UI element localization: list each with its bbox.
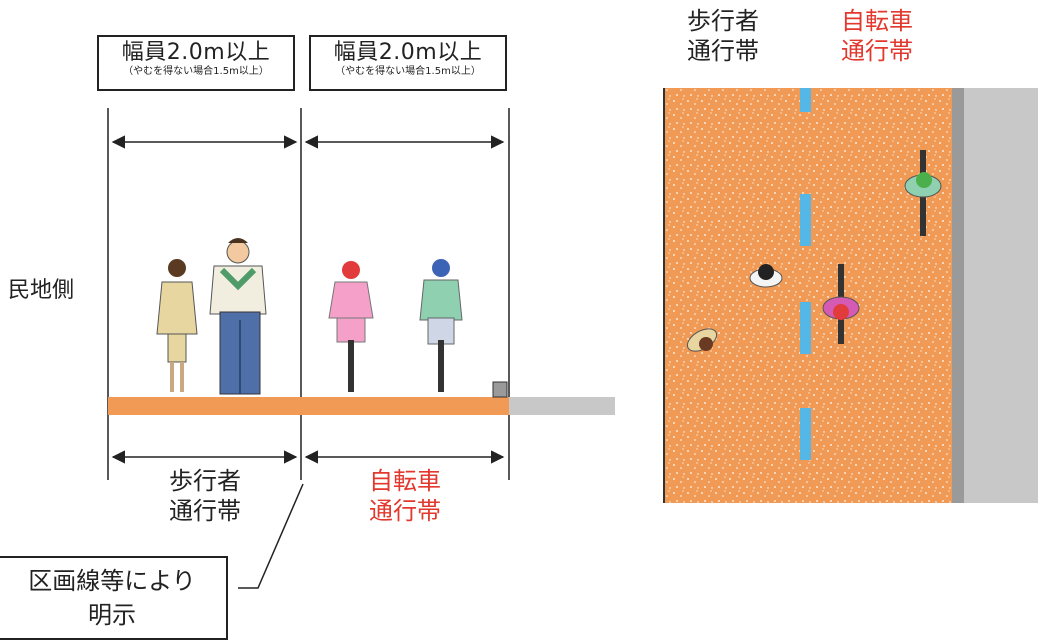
plan-view-curb (952, 88, 964, 503)
plan-cyclist-figure (822, 264, 860, 344)
plan-bicycle-label: 自転車 通行帯 (822, 6, 932, 66)
plan-pedestrian-figure (686, 328, 718, 352)
cyclist-red-figure (328, 261, 374, 392)
bicycle-zone-line2: 通行帯 (369, 497, 441, 525)
plan-cyclist-figure (904, 150, 942, 236)
bicycle-zone-line1: 自転車 (369, 467, 441, 495)
width-box-right-main: 幅員2.0m以上 (333, 40, 483, 65)
pedestrian-woman-figure (156, 259, 198, 392)
lane-dash (800, 194, 811, 246)
plan-pedestrian-line1: 歩行者 (687, 7, 759, 35)
road-surface (509, 397, 615, 415)
pedestrian-zone-line1: 歩行者 (169, 467, 241, 495)
width-box-left-main: 幅員2.0m以上 (121, 40, 271, 65)
plan-view-left-edge (663, 88, 665, 503)
plan-pedestrian-label: 歩行者 通行帯 (668, 6, 778, 66)
plan-pedestrian-figure (749, 264, 783, 288)
plan-bicycle-line1: 自転車 (841, 7, 913, 35)
lane-dash (800, 302, 811, 354)
plan-view-road (964, 88, 1038, 503)
lane-dash (800, 88, 811, 112)
callout-leader-line (238, 483, 304, 589)
callout-line2: 明示 (88, 601, 136, 629)
callout-line1: 区画線等により (28, 567, 196, 595)
width-box-left-sub: （やむを得ない場合1.5m以上） (123, 66, 269, 77)
width-box-right: 幅員2.0m以上 （やむを得ない場合1.5m以上） (309, 35, 507, 91)
bicycle-zone-label: 自転車 通行帯 (350, 466, 460, 526)
lane-dash (800, 408, 811, 460)
cyclist-blue-figure (419, 259, 463, 392)
plan-bicycle-line2: 通行帯 (841, 37, 913, 65)
plan-pedestrian-line2: 通行帯 (687, 37, 759, 65)
width-box-left: 幅員2.0m以上 （やむを得ない場合1.5m以上） (97, 35, 295, 91)
sidewalk-surface (108, 397, 509, 415)
pedestrian-man-figure (209, 238, 267, 395)
curb-block (492, 381, 508, 398)
pedestrian-zone-line2: 通行帯 (169, 497, 241, 525)
pedestrian-zone-label: 歩行者 通行帯 (150, 466, 260, 526)
width-box-right-sub: （やむを得ない場合1.5m以上） (335, 66, 481, 77)
callout-box: 区画線等により 明示 (0, 556, 228, 640)
side-label: 民地側 (8, 278, 75, 303)
